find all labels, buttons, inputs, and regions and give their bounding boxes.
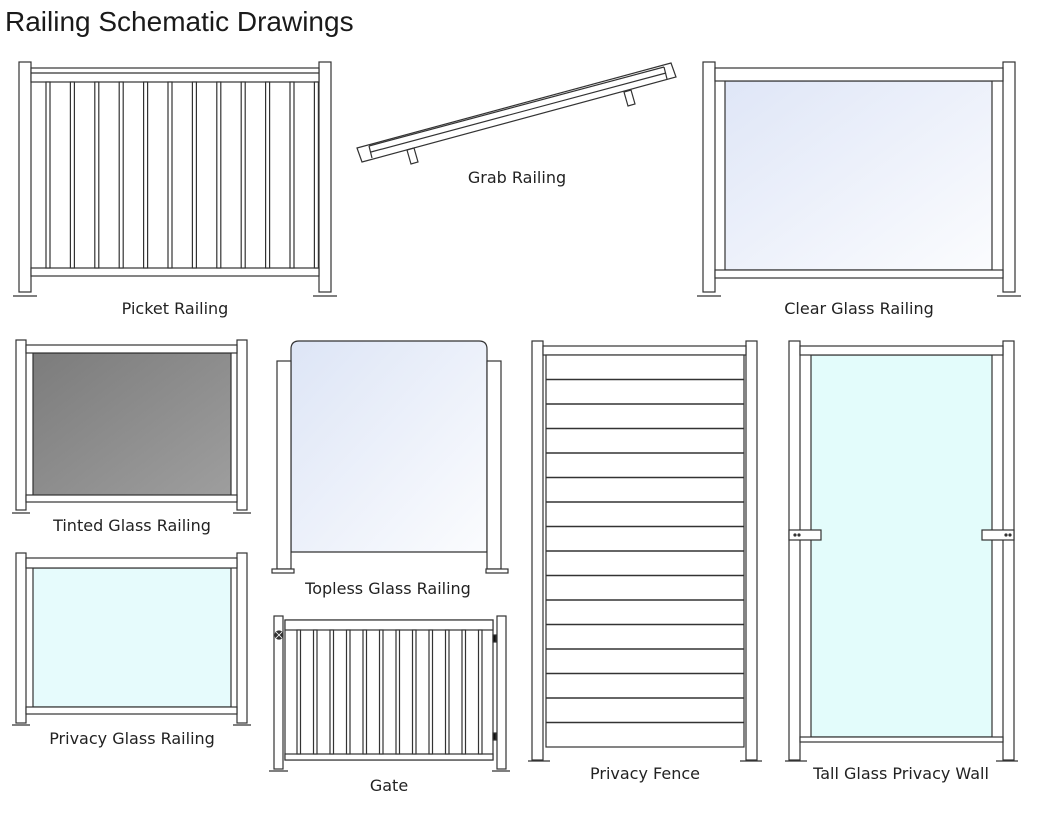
tinted-glass-railing-drawing: [12, 339, 251, 514]
picket: [118, 81, 124, 269]
picket: [313, 81, 319, 269]
tinted-glass-railing-label: Tinted Glass Railing: [53, 516, 211, 535]
gate-picket: [362, 629, 368, 755]
picket: [69, 81, 76, 269]
picket: [240, 81, 246, 269]
grab-railing-label: Grab Railing: [467, 168, 567, 187]
picket: [191, 81, 197, 269]
gate-picket: [428, 629, 434, 755]
privacy-fence-drawing: [528, 340, 762, 762]
tall-glass-privacy-wall-label: Tall Glass Privacy Wall: [813, 764, 989, 783]
picket: [94, 81, 100, 269]
gate-picket: [345, 629, 351, 755]
picket-railing-drawing: [13, 61, 337, 297]
tall-glass-privacy-wall-drawing: [785, 340, 1018, 762]
topless-glass-railing-drawing: [271, 340, 509, 574]
picket: [289, 81, 295, 269]
picket: [143, 81, 149, 269]
clear-glass-railing-label: Clear Glass Railing: [784, 299, 934, 318]
picket: [167, 81, 173, 269]
privacy-glass-railing-drawing: [12, 552, 251, 726]
gate-picket: [477, 629, 483, 755]
gate-picket: [461, 629, 467, 755]
gate-picket: [329, 629, 335, 755]
picket-railing-label: Picket Railing: [121, 299, 229, 318]
gate-picket: [312, 629, 318, 755]
gate-picket: [411, 629, 417, 755]
gate-picket: [444, 629, 450, 755]
gate-picket: [378, 629, 384, 755]
topless-glass-railing-label: Topless Glass Railing: [305, 579, 471, 598]
grab-railing-drawing: [356, 62, 677, 165]
picket: [216, 81, 222, 269]
gate-picket: [296, 629, 302, 755]
gate-label: Gate: [369, 776, 409, 795]
privacy-glass-railing-label: Privacy Glass Railing: [49, 729, 215, 748]
picket: [265, 81, 271, 269]
clear-glass-railing-drawing: [697, 61, 1021, 297]
picket: [45, 81, 51, 269]
privacy-fence-label: Privacy Fence: [590, 764, 700, 783]
gate-drawing: [269, 615, 510, 772]
page-title: Railing Schematic Drawings: [5, 6, 354, 37]
gate-picket: [395, 629, 401, 755]
